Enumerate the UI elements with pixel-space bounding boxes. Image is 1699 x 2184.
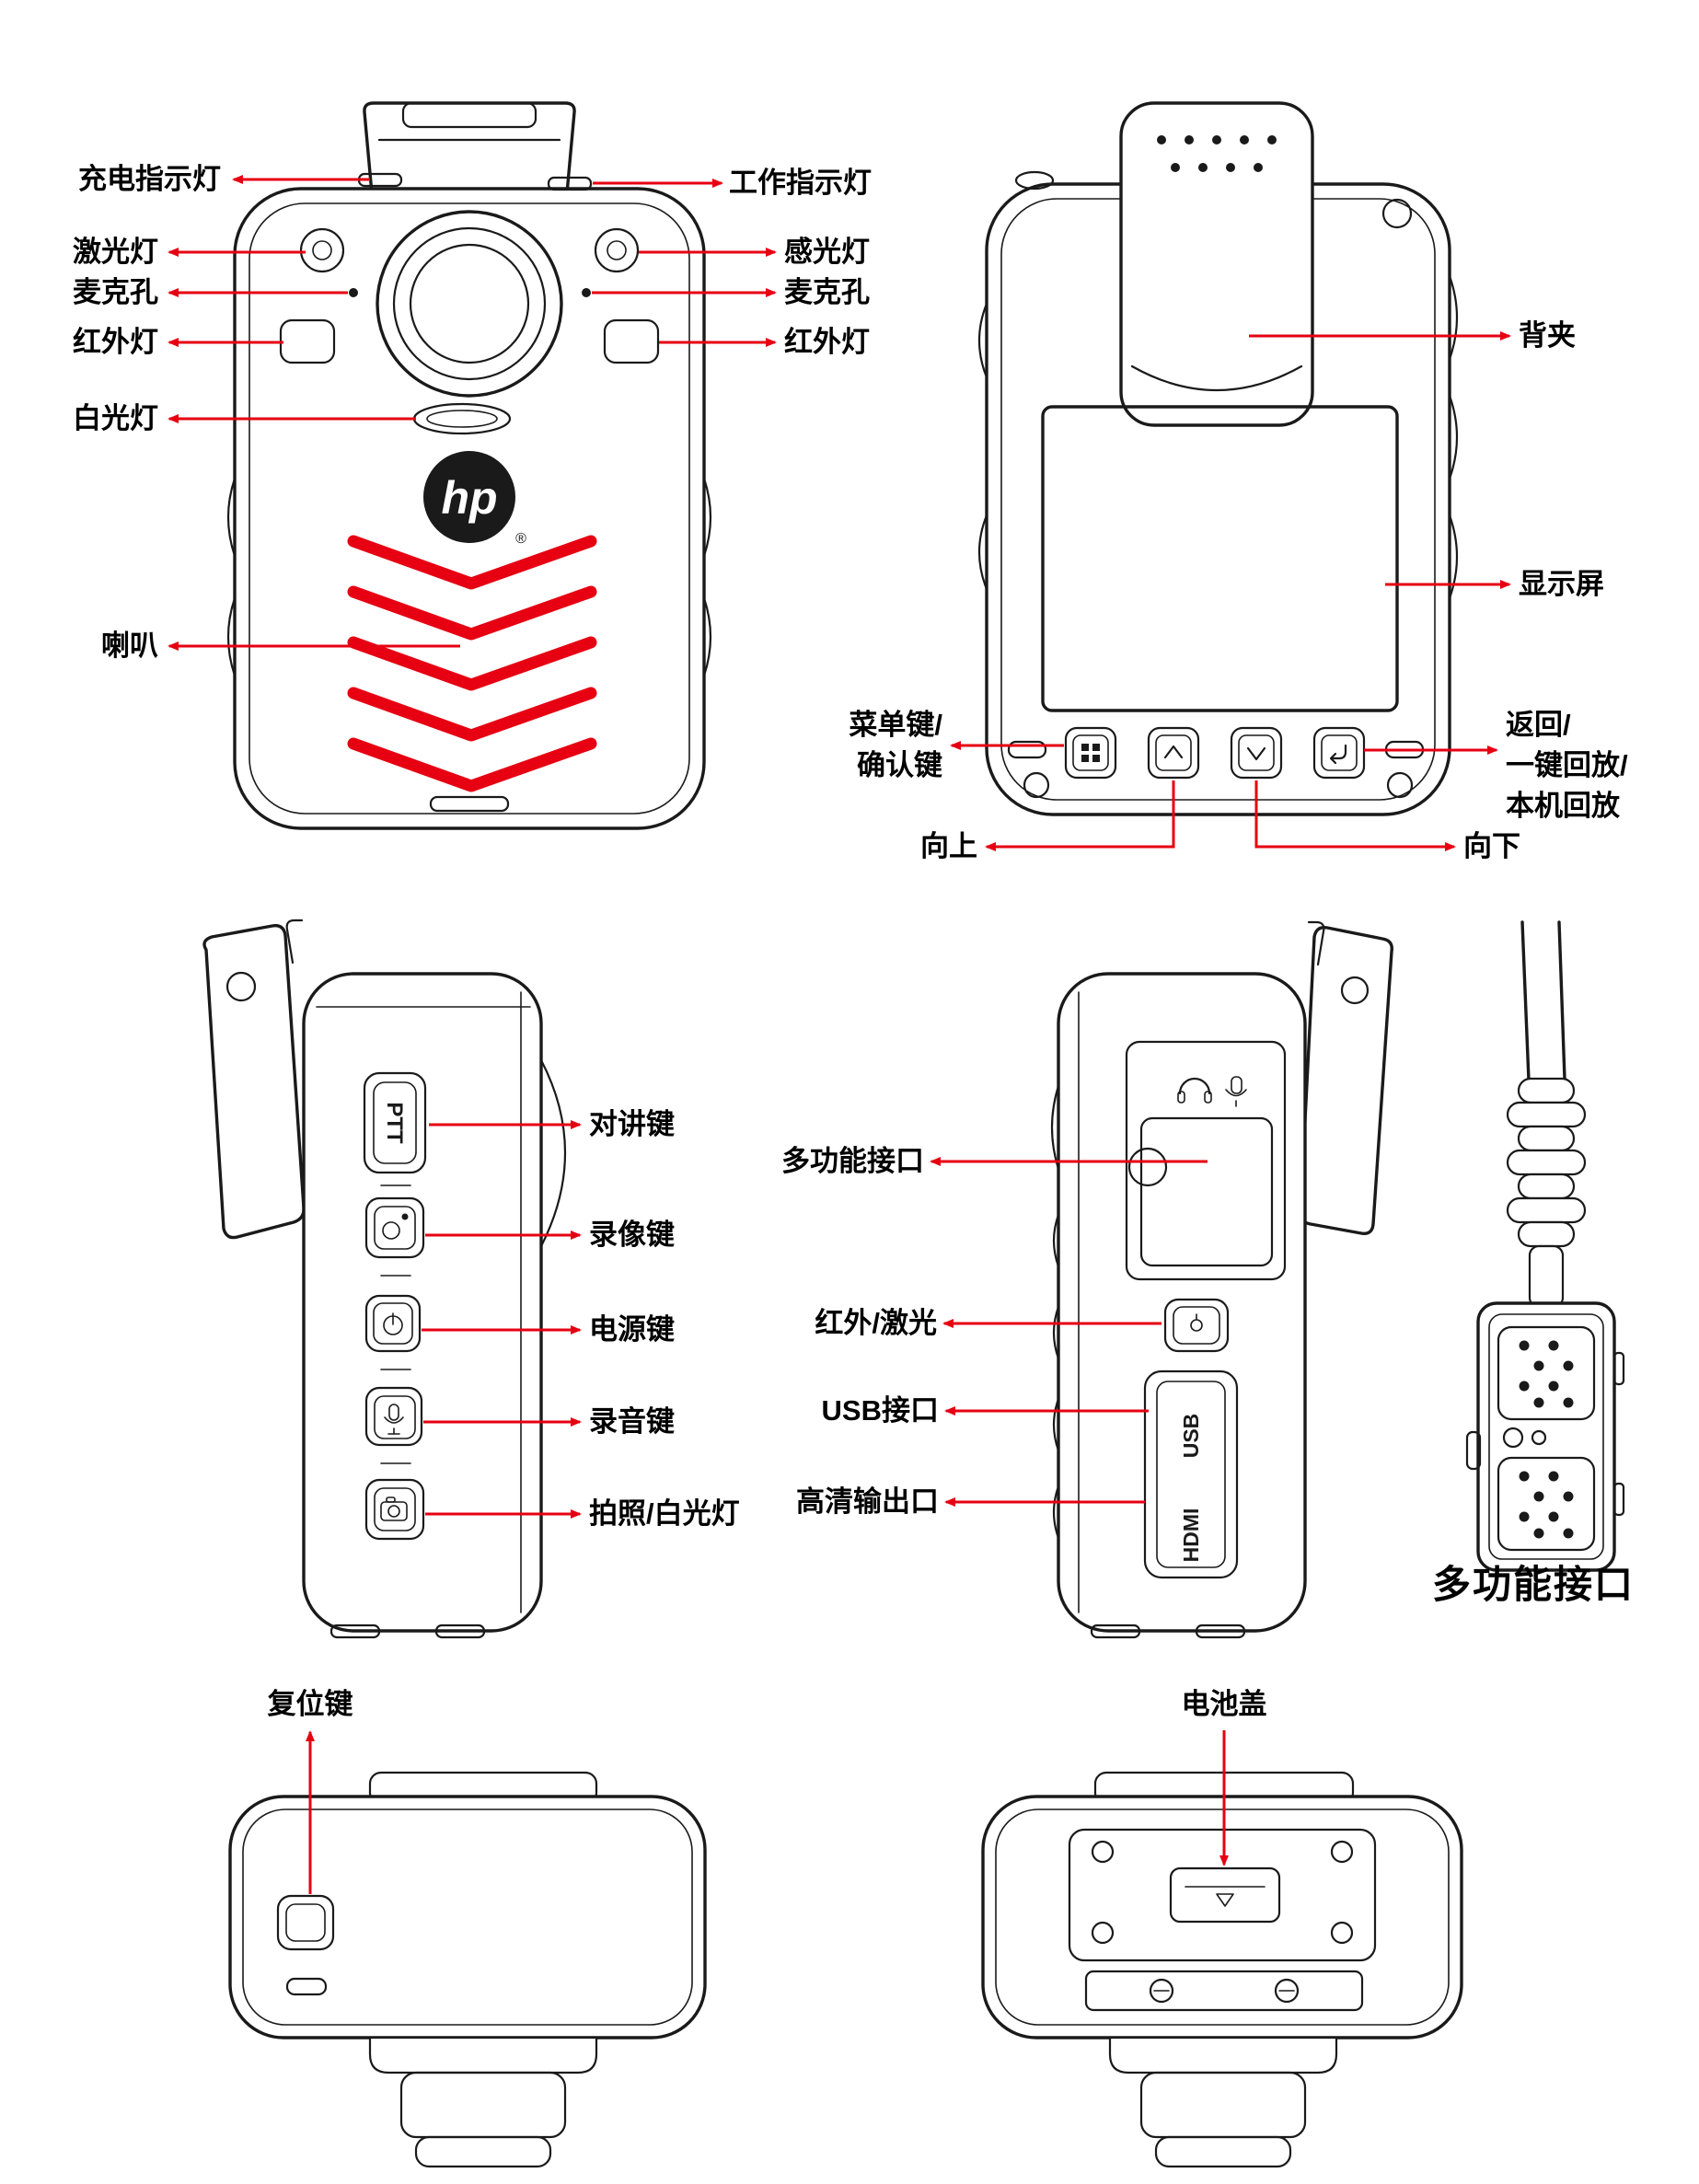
- mount-knob-2: [1139, 2071, 1307, 2139]
- multi-function-connector: [1465, 920, 1625, 1572]
- label-light-sensor: 感光灯: [784, 235, 870, 268]
- label-laser-light: 激光灯: [73, 235, 158, 268]
- hp-logo: [423, 451, 515, 543]
- label-mic-hole-left: 麦克孔: [73, 275, 158, 308]
- laser-light: [299, 227, 345, 273]
- label-photo-white-light-key: 拍照/白光灯: [589, 1496, 740, 1530]
- left-side-view: PTT: [202, 919, 566, 1639]
- display-screen: [1041, 405, 1399, 712]
- label-work-indicator: 工作指示灯: [729, 166, 872, 199]
- hdmi-port-text: HDMI: [1179, 1508, 1203, 1563]
- label-multi-function-port: 多功能接口: [781, 1144, 924, 1177]
- speaker-chevrons: [347, 535, 597, 792]
- mic-icon: [1225, 1076, 1247, 1107]
- label-white-light: 白光灯: [73, 401, 158, 434]
- mount-rail: [1084, 1970, 1364, 2012]
- mount-plate: [368, 2036, 598, 2074]
- label-battery-cover: 电池盖: [1181, 1687, 1267, 1720]
- reset-button: [276, 1894, 335, 1951]
- camera-lens: [376, 210, 563, 398]
- label-ir-laser: 红外/激光: [815, 1306, 937, 1339]
- down-button: [1230, 726, 1283, 780]
- top-view: [228, 1771, 707, 2168]
- clip-speaker-holes: [1157, 135, 1277, 172]
- label-reset-key: 复位键: [267, 1687, 353, 1720]
- arrow-down-key: [1254, 780, 1456, 851]
- label-charge-indicator: 充电指示灯: [78, 162, 221, 195]
- connector-pins-bottom: [1519, 1471, 1574, 1539]
- label-menu-confirm-key: 菜单键/ 确认键: [849, 708, 942, 781]
- connector-pins-top: [1519, 1340, 1574, 1408]
- up-button: [1147, 726, 1200, 780]
- registered-mark: ®: [515, 531, 526, 547]
- power-button: [364, 1294, 422, 1353]
- video-record-button: [364, 1196, 425, 1259]
- label-audio-key: 录音键: [589, 1404, 675, 1438]
- label-screen: 显示屏: [1519, 567, 1604, 600]
- back-clip: [1119, 101, 1314, 427]
- label-talk-key: 对讲键: [589, 1107, 675, 1140]
- ir-laser-button: [1163, 1298, 1230, 1353]
- label-ir-light-left: 红外灯: [73, 325, 158, 358]
- ir-light-right: [603, 318, 660, 364]
- usb-port-text: USB: [1179, 1414, 1203, 1459]
- menu-confirm-button: [1064, 726, 1117, 780]
- label-mic-hole-right: 麦克孔: [784, 275, 870, 308]
- clip-plate-right: [1299, 926, 1393, 1235]
- left-side-body: [302, 972, 543, 1633]
- leader-arrows: [168, 175, 1511, 1894]
- light-sensor: [594, 227, 640, 273]
- right-side-view: USB HDMI: [1050, 920, 1393, 1639]
- front-clip-top: [363, 101, 576, 195]
- battery-latch: [1169, 1866, 1281, 1924]
- photo-white-light-button: [364, 1478, 425, 1541]
- usb-hdmi-flap: USB HDMI: [1143, 1369, 1239, 1579]
- label-usb-port: USB接口: [821, 1393, 939, 1427]
- multi-function-port-door: [1139, 1116, 1274, 1267]
- ptt-button-text: PTT: [382, 1102, 407, 1144]
- headphone-icon: [1177, 1077, 1212, 1104]
- label-power-key: 电源键: [589, 1312, 675, 1346]
- audio-record-button: [364, 1386, 423, 1447]
- mount-knob: [399, 2071, 567, 2139]
- label-speaker: 喇叭: [101, 629, 158, 662]
- label-down-key: 向下: [1463, 829, 1520, 862]
- back-view: [977, 101, 1459, 816]
- talk-button: PTT: [363, 1071, 427, 1174]
- label-connector-caption: 多功能接口: [1431, 1563, 1635, 1607]
- mic-hole-left: [349, 288, 358, 297]
- label-ir-light-right: 红外灯: [784, 325, 870, 358]
- front-view: hp ®: [226, 101, 712, 830]
- battery-cover: [1068, 1828, 1377, 1962]
- label-up-key: 向上: [920, 829, 977, 862]
- clip-plate: [202, 924, 306, 1240]
- label-video-key: 录像键: [589, 1218, 675, 1251]
- bottom-view: [981, 1771, 1463, 2168]
- label-back-clip: 背夹: [1519, 318, 1576, 352]
- label-return-playback-key: 返回/ 一键回放/ 本机回放: [1506, 708, 1628, 823]
- label-hd-output: 高清输出口: [796, 1485, 939, 1518]
- return-playback-button: [1312, 726, 1366, 780]
- mount-plate-2: [1108, 2036, 1338, 2074]
- work-indicator-slot: [547, 176, 593, 191]
- arrow-up-key: [985, 780, 1175, 851]
- mic-hole-right: [582, 288, 591, 297]
- hp-logo-text: hp: [441, 472, 497, 524]
